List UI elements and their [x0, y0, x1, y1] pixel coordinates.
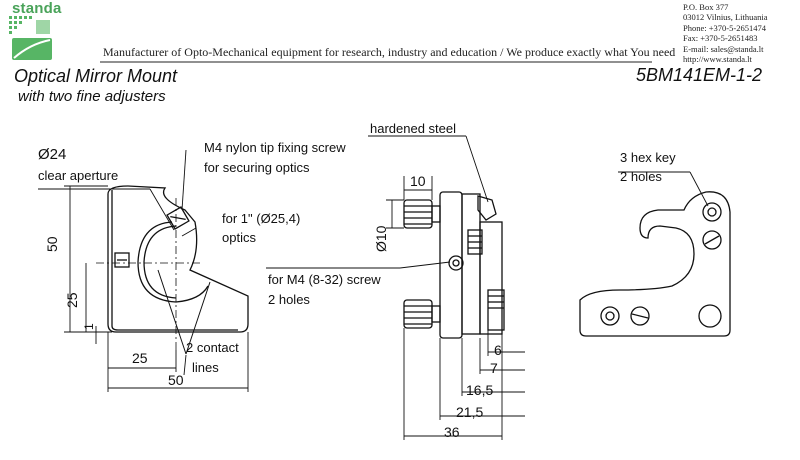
contact-block: P.O. Box 377 03012 Vilnius, Lithuania Ph…: [683, 2, 768, 64]
steel-note: hardened steel: [370, 121, 457, 136]
contact-line: 03012 Vilnius, Lithuania: [683, 12, 768, 23]
front-view-drawing: [96, 185, 249, 355]
mount-note-line1: for M4 (8-32) screw: [268, 272, 381, 287]
optics-note-line2: optics: [222, 230, 256, 245]
dim-7: 7: [490, 360, 498, 376]
company-logo: [0, 0, 62, 64]
front-view-dimensions: [38, 149, 249, 392]
optics-note-line1: for 1" (Ø25,4): [222, 211, 301, 226]
dim-center-width-25: 25: [132, 350, 148, 366]
back-view-drawing: [579, 191, 731, 337]
company-tagline: Manufacturer of Opto-Mechanical equipmen…: [103, 45, 676, 59]
side-view-dimensions: [266, 135, 525, 440]
product-subtitle: with two fine adjusters: [18, 88, 166, 105]
screw-note-line1: M4 nylon tip fixing screw: [204, 140, 346, 155]
side-view-drawing: [403, 191, 505, 339]
hex-note-line2: 2 holes: [620, 169, 662, 184]
model-number: 5BM141EM-1-2: [636, 65, 763, 85]
logo-graphic: [8, 14, 52, 60]
hex-note-line1: 3 hex key: [620, 150, 676, 165]
dim-36: 36: [444, 424, 460, 440]
dim-center-height-25: 25: [64, 292, 80, 308]
contact-note-line2: lines: [192, 360, 219, 375]
aperture-label: clear aperture: [38, 168, 119, 183]
product-title: Optical Mirror Mount: [14, 66, 178, 86]
contact-line: P.O. Box 377: [683, 2, 729, 12]
contact-note-line1: 2 contact: [186, 340, 239, 355]
contact-line: E-mail: sales@standa.lt: [683, 43, 764, 54]
aperture-diameter-label: Ø24: [38, 146, 67, 163]
dim-6: 6: [494, 342, 502, 358]
mount-note-line2: 2 holes: [268, 292, 310, 307]
logo-text: standa: [12, 0, 62, 17]
dim-16-5: 16,5: [466, 382, 494, 398]
dim-knob-diameter: Ø10: [373, 225, 389, 252]
dim-21-5: 21,5: [456, 404, 484, 420]
dim-height-50: 50: [44, 236, 60, 252]
dim-small-1: 1: [82, 323, 96, 330]
contact-line: http://www.standa.lt: [683, 54, 752, 65]
contact-line: Fax: +370-5-2651483: [683, 33, 758, 44]
screw-note-line2: for securing optics: [204, 160, 310, 175]
contact-line: Phone: +370-5-2651474: [683, 22, 766, 33]
dim-knob-10: 10: [410, 173, 426, 189]
back-view-dimensions: [618, 171, 709, 207]
dim-width-50: 50: [168, 372, 184, 388]
